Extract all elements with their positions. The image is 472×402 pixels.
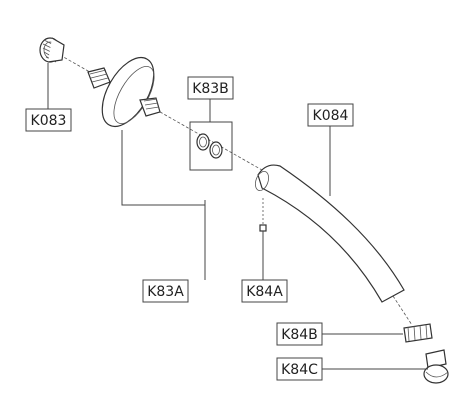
leader-lines	[47, 63, 428, 370]
label-k84a-text: K84A	[246, 284, 283, 300]
part-k084-shower-arm	[255, 164, 413, 326]
axis-line	[59, 54, 263, 171]
part-flange	[87, 57, 161, 127]
label-k083: K083	[25, 108, 72, 132]
part-k083-adapter	[39, 37, 65, 63]
label-k84b-text: K84B	[281, 327, 318, 343]
label-k84a: K84A	[241, 279, 288, 303]
label-k83a-text: K83A	[147, 284, 184, 300]
label-k84b: K84B	[276, 322, 323, 346]
label-k83b: K83B	[187, 76, 234, 100]
label-k84c: K84C	[276, 357, 323, 381]
part-k84b-nut	[403, 323, 433, 343]
label-k083-text: K083	[31, 113, 67, 129]
label-k83b-text: K83B	[192, 81, 229, 97]
label-k084-text: K084	[313, 108, 349, 124]
part-k84c-swivel	[423, 349, 449, 384]
label-k83a: K83A	[142, 279, 189, 303]
part-k83b-orings	[196, 133, 223, 159]
label-k84c-text: K84C	[281, 362, 318, 378]
label-k084: K084	[307, 103, 354, 127]
part-k84a-set-screw	[259, 198, 267, 232]
